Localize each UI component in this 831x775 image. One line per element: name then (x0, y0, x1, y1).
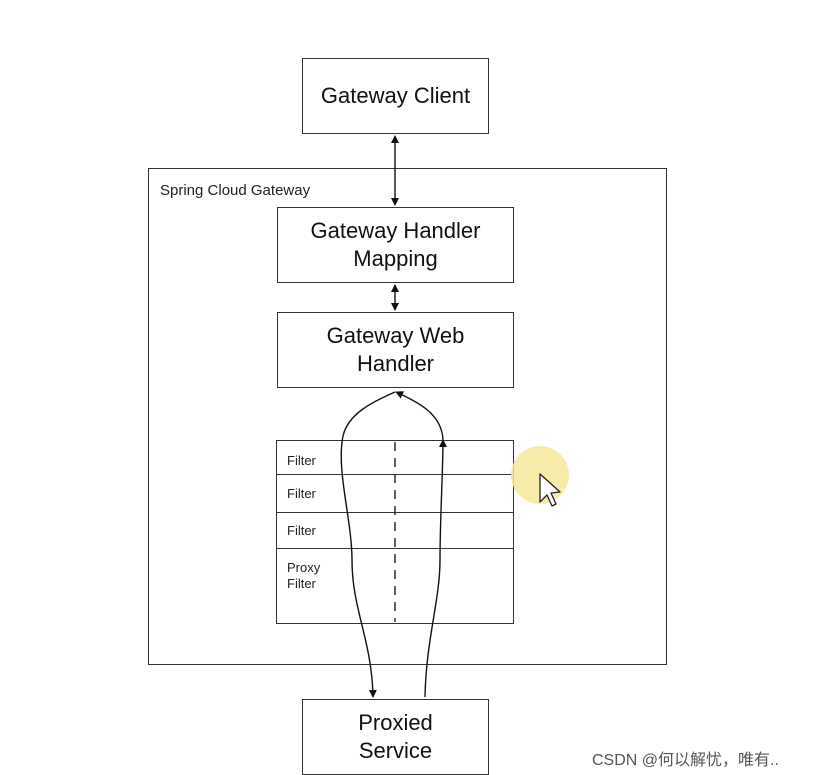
filter-row: Filter (277, 474, 513, 513)
filter-label: Filter (287, 523, 316, 538)
watermark-text: CSDN @何以解忧，唯有.. (592, 752, 779, 769)
filter-row: Filter (277, 512, 513, 549)
gateway-web-handler-box: Gateway Web Handler (277, 312, 514, 388)
web-handler-label: Gateway Web Handler (326, 323, 465, 376)
gateway-handler-mapping-box: Gateway Handler Mapping (277, 207, 514, 283)
filter-label: Filter (287, 486, 316, 501)
gateway-client-label: Gateway Client (320, 83, 471, 108)
proxied-service-label: Proxied Service (358, 710, 433, 763)
proxied-service-box: Proxied Service (302, 699, 489, 775)
proxy-filter-row: Proxy Filter (277, 548, 513, 623)
filter-chain: Filter Filter Filter Proxy Filter (276, 440, 514, 624)
container-label: Spring Cloud Gateway (160, 182, 311, 199)
filter-label: Filter (287, 453, 316, 468)
proxy-filter-label: Proxy Filter (287, 560, 321, 591)
gateway-client-box: Gateway Client (302, 58, 489, 134)
spring-cloud-gateway-container (148, 168, 667, 665)
handler-mapping-label: Gateway Handler Mapping (310, 218, 481, 271)
filter-row: Filter (277, 441, 513, 475)
